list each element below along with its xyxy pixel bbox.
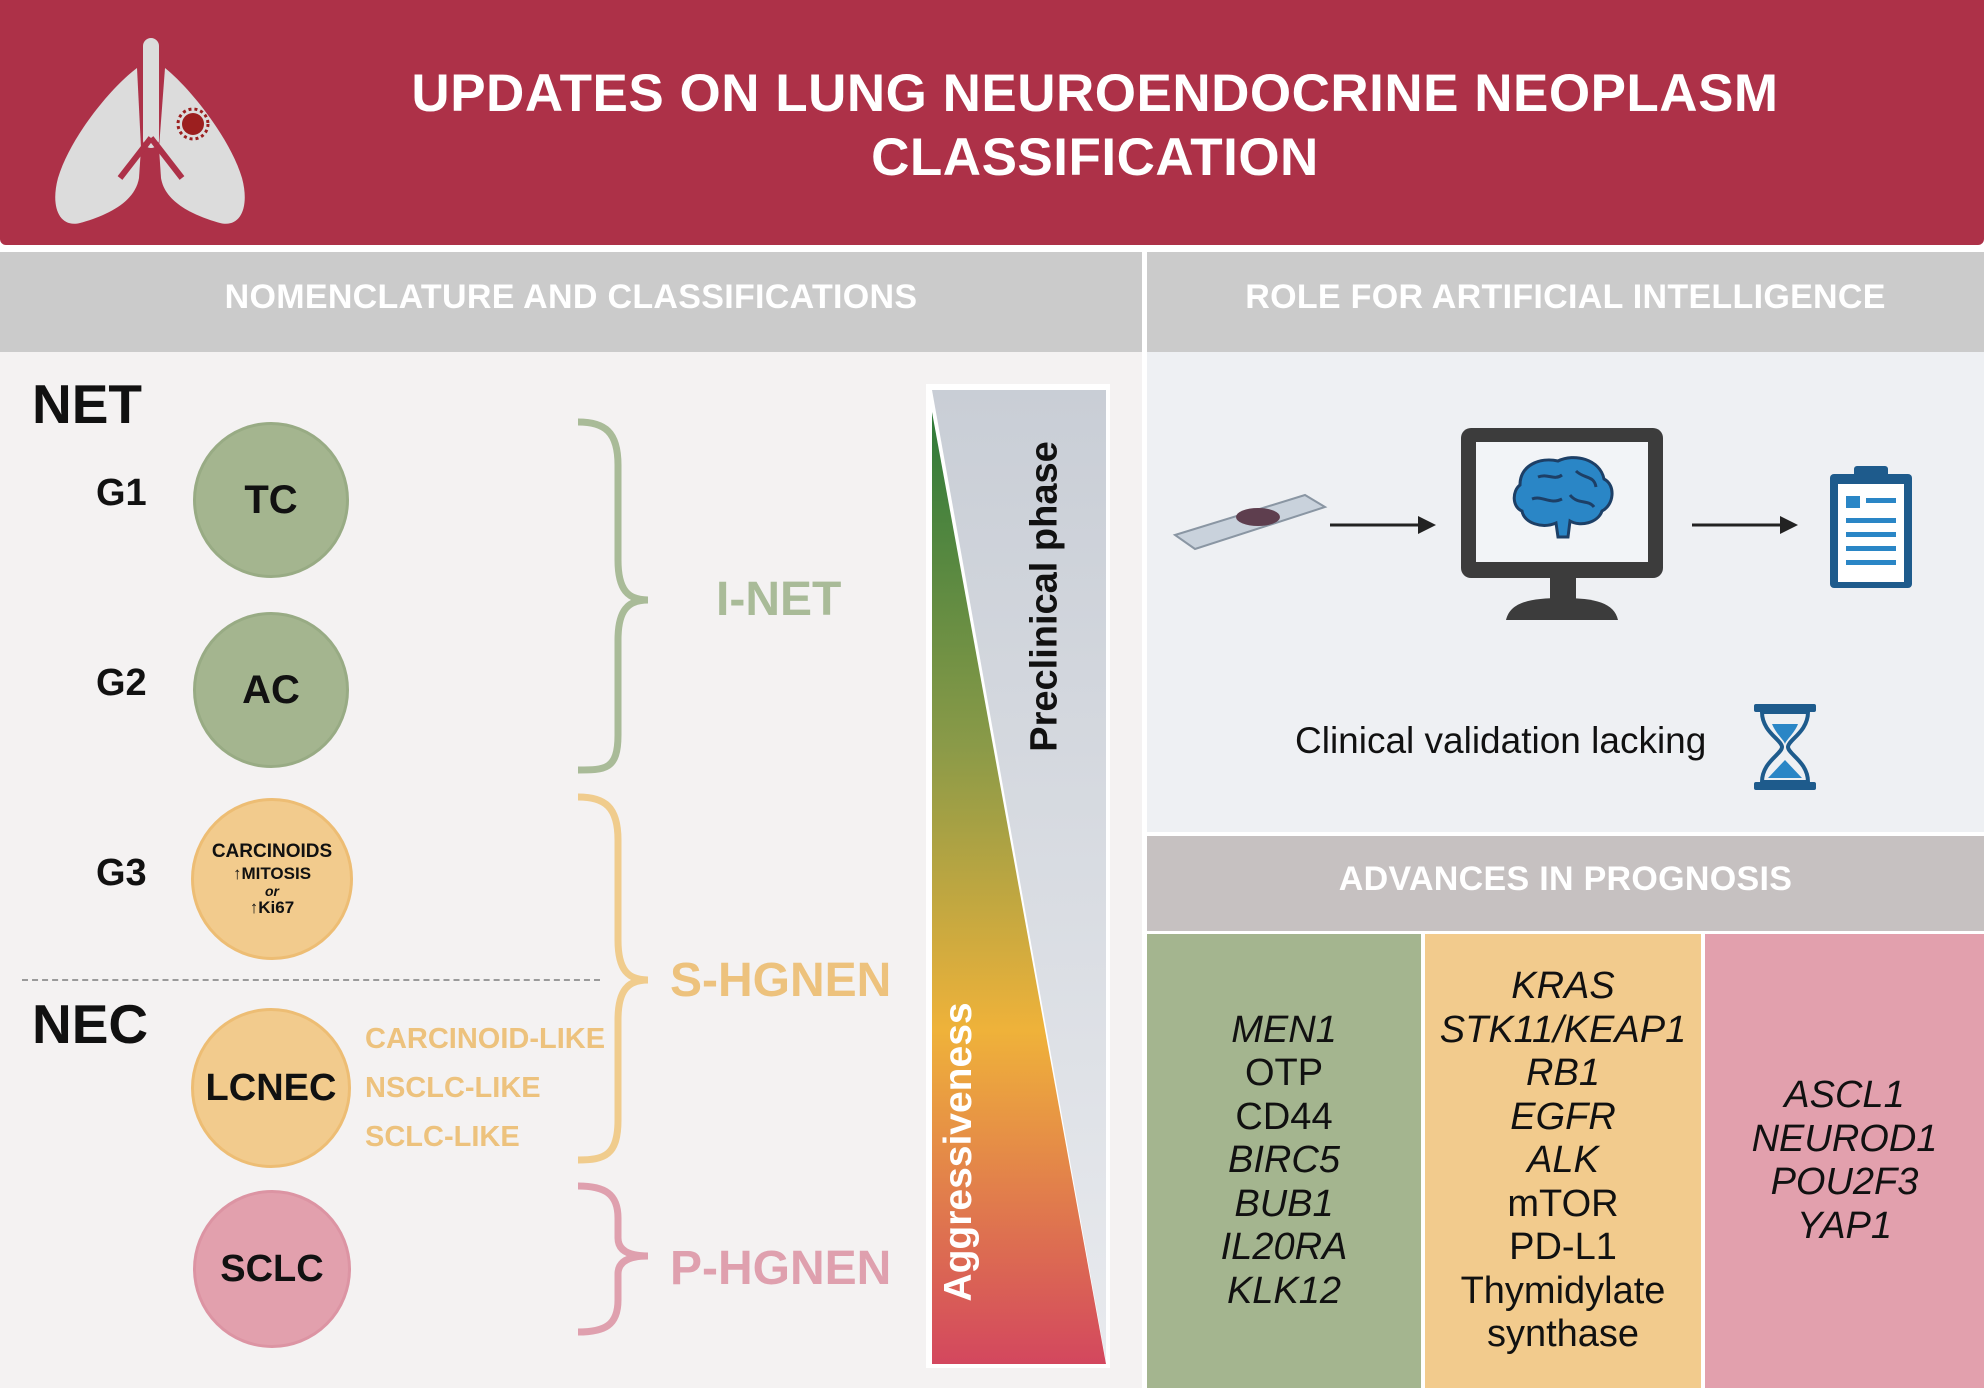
tc-label: TC xyxy=(244,477,298,522)
marker-men1: MEN1 xyxy=(1231,1008,1337,1051)
marker-mtor: mTOR xyxy=(1507,1182,1619,1225)
marker-thymidylate: Thymidylate xyxy=(1460,1269,1666,1312)
grade-g3: G3 xyxy=(96,852,147,894)
marker-neurod1: NEUROD1 xyxy=(1751,1117,1938,1160)
nomenclature-title: NOMENCLATURE AND CLASSIFICATIONS xyxy=(224,278,918,316)
prognosis-column-orange: KRAS STK11/KEAP1 RB1 EGFR ALK mTOR PD-L1… xyxy=(1425,934,1701,1388)
inet-label: I-NET xyxy=(716,573,842,626)
marker-otp: OTP xyxy=(1244,1052,1324,1095)
ac-circle: AC xyxy=(193,612,349,768)
subtype-carcinoid-like: CARCINOID-LIKE xyxy=(365,1023,606,1055)
header-banner xyxy=(0,0,1984,245)
clinical-validation-text: Clinical validation lacking xyxy=(1295,720,1707,761)
prognosis-column-pink: ASCL1 NEUROD1 POU2F3 YAP1 xyxy=(1705,934,1984,1388)
arrow-right-icon-2 xyxy=(1692,516,1798,534)
lungs-icon xyxy=(55,38,245,224)
marker-il20ra: IL20RA xyxy=(1220,1226,1348,1269)
marker-ascl1: ASCL1 xyxy=(1784,1074,1905,1116)
lcnec-circle: LCNEC xyxy=(191,1008,351,1168)
marker-alk: ALK xyxy=(1527,1139,1599,1182)
monitor-brain-icon xyxy=(1461,428,1663,620)
marker-birc5: BIRC5 xyxy=(1228,1139,1340,1182)
page-title: UPDATES ON LUNG NEUROENDOCRINE NEOPLASM … xyxy=(360,62,1830,190)
ai-title: ROLE FOR ARTIFICIAL INTELLIGENCE xyxy=(1245,278,1886,316)
marker-pou2f3: POU2F3 xyxy=(1770,1161,1919,1203)
marker-yap1: YAP1 xyxy=(1796,1204,1893,1247)
shgnen-label: S-HGNEN xyxy=(670,954,892,1007)
sclc-circle: SCLC xyxy=(193,1190,351,1348)
shgnen-brace xyxy=(577,793,649,1164)
preclinical-label: Preclinical phase xyxy=(1023,441,1066,752)
nec-label: NEC xyxy=(32,993,149,1055)
marker-rb1: RB1 xyxy=(1526,1052,1600,1095)
arrow-right-icon xyxy=(1330,516,1436,534)
inet-brace xyxy=(577,418,649,774)
lcnec-label: LCNEC xyxy=(205,1066,337,1109)
phgnen-brace xyxy=(577,1182,649,1336)
marker-cd44: CD44 xyxy=(1235,1095,1333,1138)
net-label: NET xyxy=(32,373,142,435)
sclc-label: SCLC xyxy=(220,1247,324,1290)
carcinoids-line3: or xyxy=(265,883,279,899)
marker-klk12: KLK12 xyxy=(1226,1269,1342,1312)
title-line-1: UPDATES ON LUNG NEUROENDOCRINE NEOPLASM xyxy=(411,64,1779,123)
marker-bub1: BUB1 xyxy=(1234,1182,1334,1225)
marker-egfr: EGFR xyxy=(1510,1095,1616,1138)
carcinoids-line4: ↑Ki67 xyxy=(249,898,295,917)
brace-group xyxy=(577,418,649,1164)
tc-circle: TC xyxy=(193,422,349,578)
marker-stk11-keap1: STK11/KEAP1 xyxy=(1439,1008,1687,1051)
prognosis-title: ADVANCES IN PROGNOSIS xyxy=(1338,860,1793,898)
grade-g1: G1 xyxy=(96,472,147,514)
marker-synthase: synthase xyxy=(1486,1313,1640,1356)
phgnen-label: P-HGNEN xyxy=(670,1242,892,1295)
gradient-triangles xyxy=(926,384,1110,1368)
ai-header-bar xyxy=(1147,252,1984,352)
subtype-nsclc-like: NSCLC-LIKE xyxy=(365,1072,541,1104)
carcinoids-circle: CARCINOIDS ↑MITOSIS or ↑Ki67 xyxy=(191,798,353,960)
nomenclature-header-bar xyxy=(0,252,1142,352)
clipboard-icon xyxy=(1830,466,1912,588)
title-line-2: CLASSIFICATION xyxy=(871,128,1319,187)
aggressiveness-triangle xyxy=(932,412,1106,1364)
net-nec-divider xyxy=(22,979,600,981)
carcinoids-line2: ↑MITOSIS xyxy=(232,864,312,883)
prognosis-column-green: MEN1 OTP CD44 BIRC5 BUB1 IL20RA KLK12 xyxy=(1147,934,1421,1388)
aggressiveness-label: Aggressiveness xyxy=(937,1002,980,1302)
slide-icon xyxy=(1172,493,1328,551)
hourglass-icon xyxy=(1754,704,1816,790)
grade-g2: G2 xyxy=(96,662,147,704)
preclinical-triangle xyxy=(932,390,1106,1362)
marker-kras: KRAS xyxy=(1511,965,1615,1008)
subtype-sclc-like: SCLC-LIKE xyxy=(365,1121,520,1153)
marker-pd-l1: PD-L1 xyxy=(1509,1226,1617,1269)
carcinoids-line1: CARCINOIDS xyxy=(211,841,333,862)
ac-label: AC xyxy=(242,667,300,712)
prognosis-header-bar xyxy=(1147,836,1984,931)
